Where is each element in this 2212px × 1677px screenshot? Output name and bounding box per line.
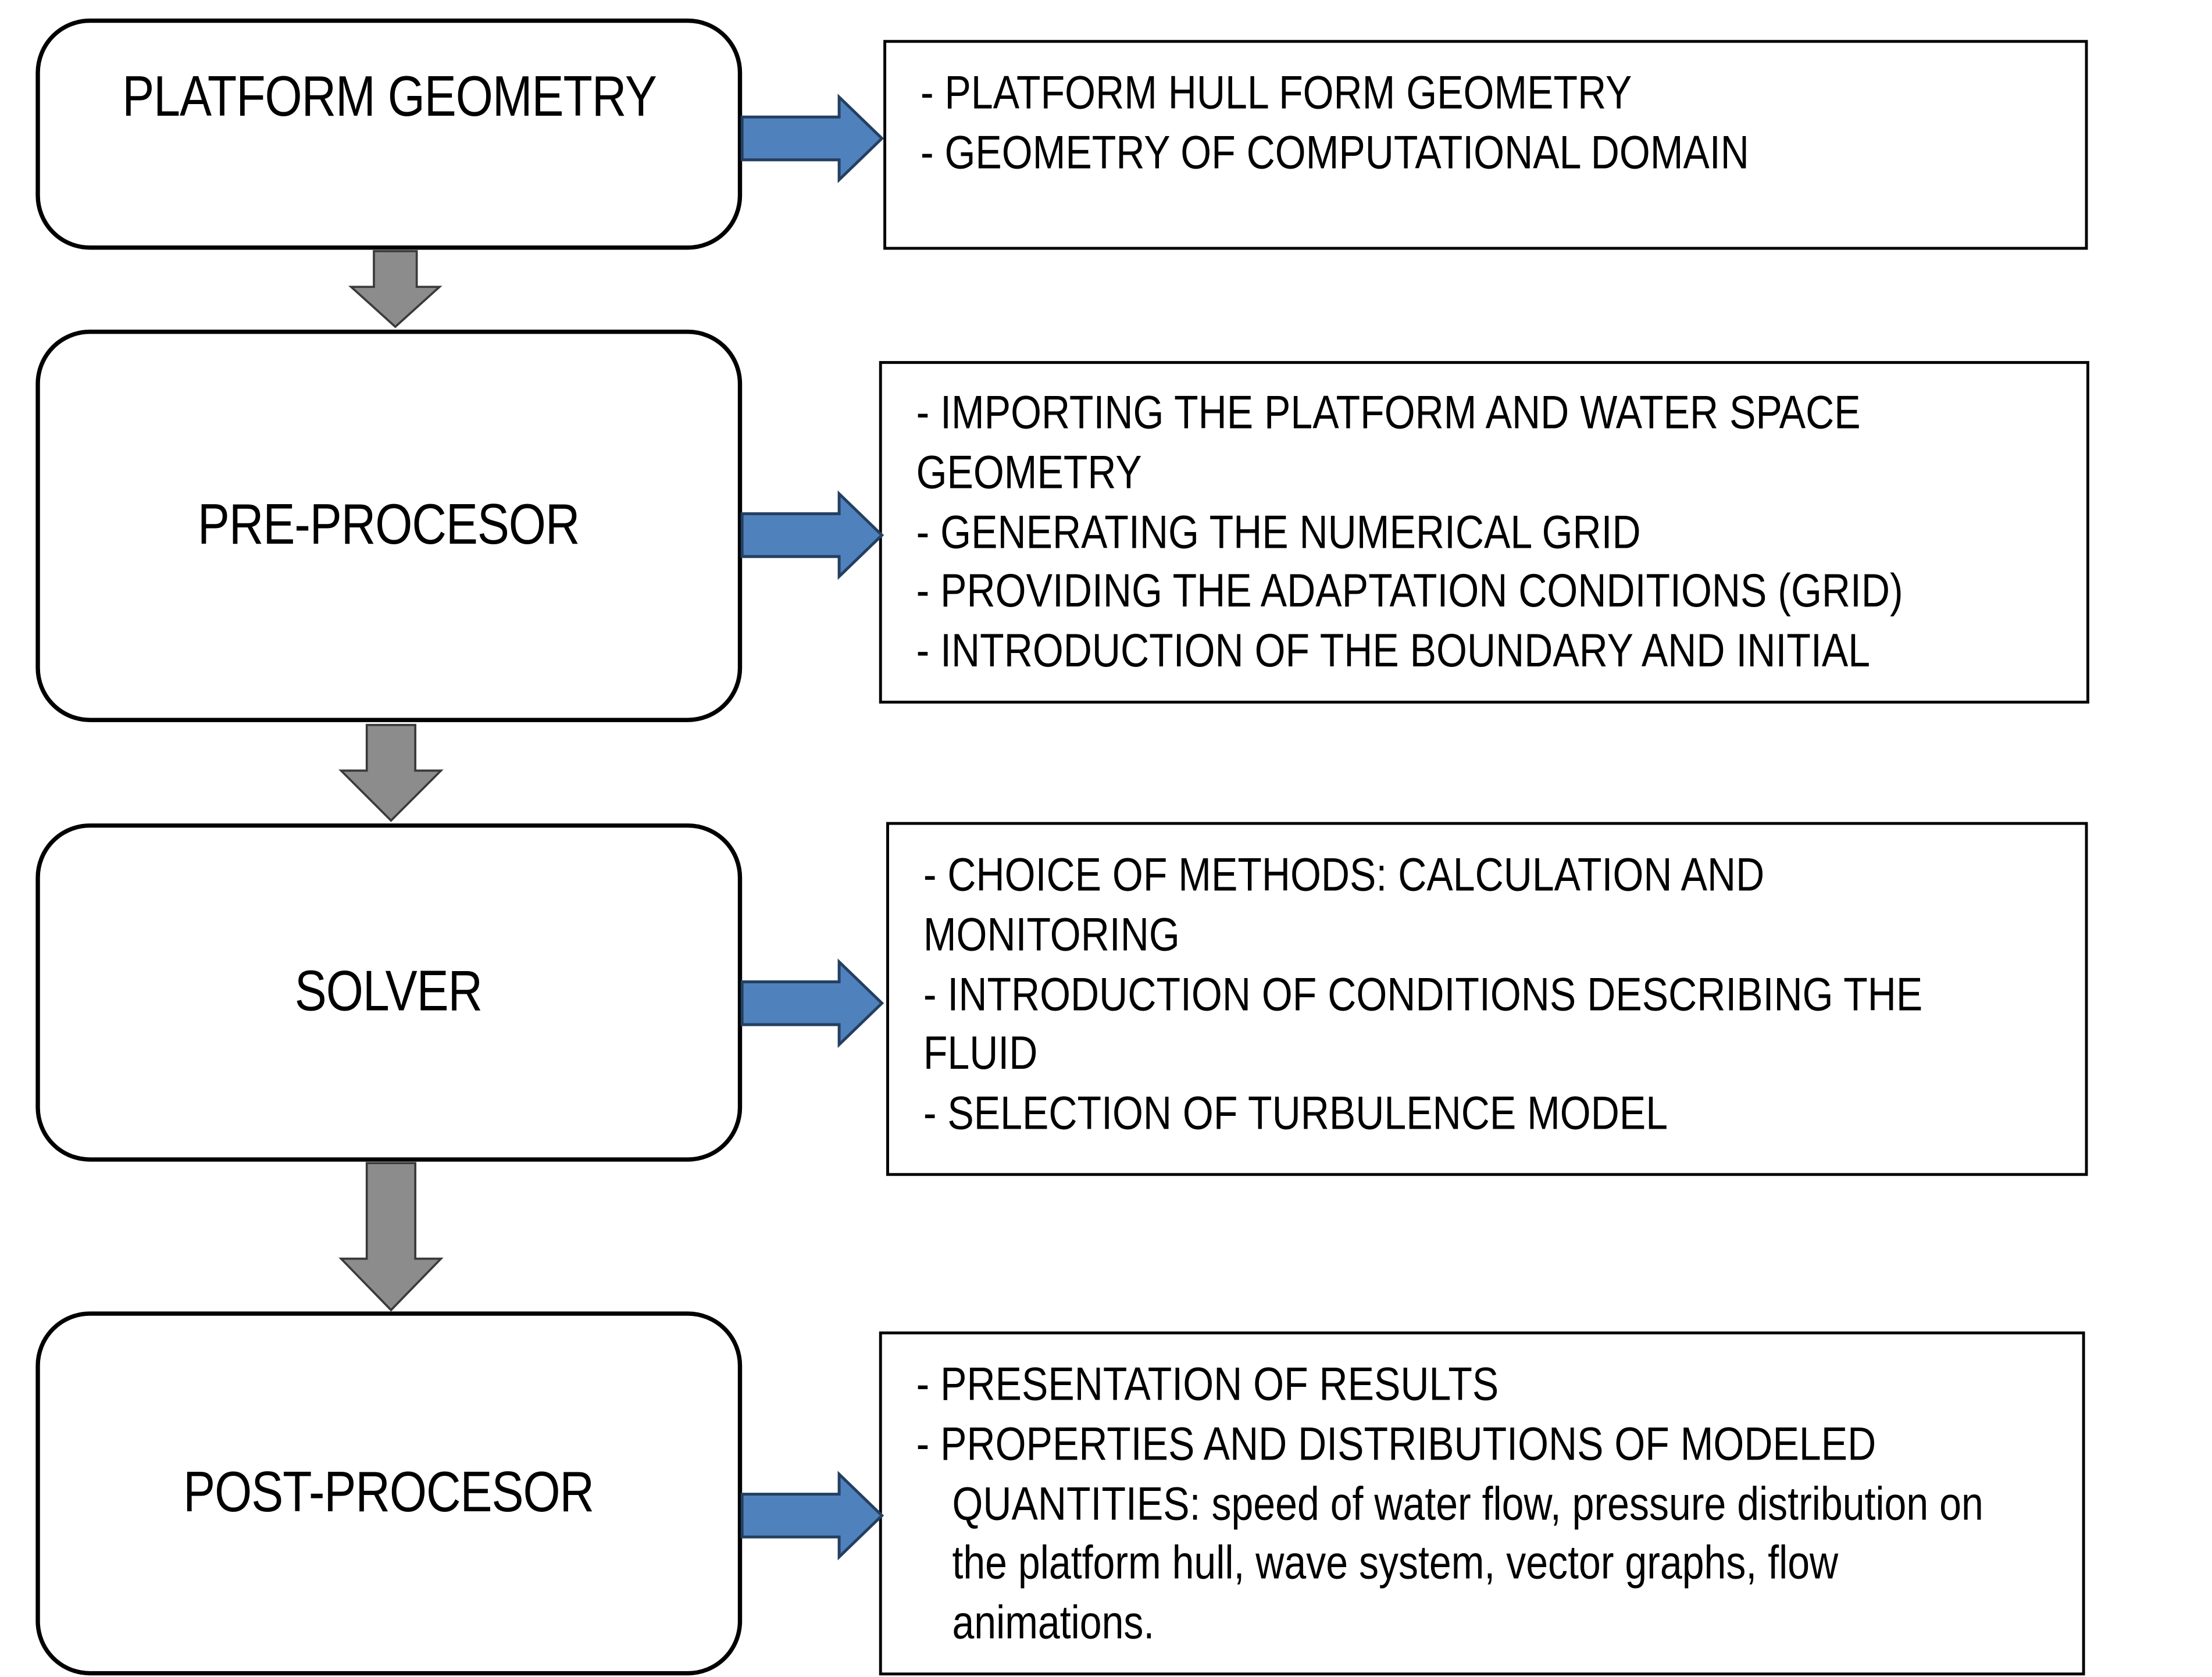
- detail-line: - INTRODUCTION OF CONDITIONS DESCRIBING …: [923, 966, 1923, 1020]
- right-arrow-icon: [740, 1471, 884, 1561]
- detail-line: GEOMETRY: [916, 445, 1142, 498]
- detail-line: - PROVIDING THE ADAPTATION CONDITIONS (G…: [916, 564, 1903, 618]
- detail-line: - GEOMETRY OF COMPUTATIONAL DOMAIN: [920, 125, 1749, 179]
- detail-line: - CHOICE OF METHODS: CALCULATION AND: [923, 847, 1765, 901]
- stage-platform-geometry: PLATFORM GEOMETRY: [35, 18, 743, 250]
- detail-line: - SELECTION OF TURBULENCE MODEL: [923, 1086, 1668, 1139]
- detail-line: - PROPERTIES AND DISTRIBUTIONS OF MODELE…: [916, 1416, 1876, 1470]
- stage-solver: SOLVER: [35, 823, 743, 1162]
- detail-line: FLUID: [923, 1026, 1038, 1080]
- detail-line: - PRESENTATION OF RESULTS: [916, 1357, 1499, 1410]
- right-arrow-icon: [740, 94, 884, 184]
- right-arrow-icon: [740, 490, 884, 580]
- detail-line: the platform hull, wave system, vector g…: [952, 1536, 1839, 1589]
- detail-line: - GENERATING THE NUMERICAL GRID: [916, 504, 1641, 558]
- down-arrow-icon: [348, 250, 443, 329]
- details-platform-geometry: - PLATFORM HULL FORM GEOMETRY - GEOMETRY…: [883, 40, 2088, 250]
- stage-label: POST-PROCESOR: [183, 1461, 595, 1525]
- detail-line: QUANTITIES: speed of water flow, pressur…: [952, 1476, 1983, 1529]
- right-arrow-icon: [740, 958, 884, 1048]
- detail-line: - IMPORTING THE PLATFORM AND WATER SPACE: [916, 385, 1861, 438]
- detail-line: - NUMERICAL CALCULATIONS: [923, 1143, 2085, 1155]
- down-arrow-icon: [338, 723, 444, 822]
- stage-pre-procesor: PRE-PROCESOR: [35, 329, 743, 722]
- stage-label: SOLVER: [295, 960, 483, 1023]
- stage-label: PLATFORM GEOMETRY: [122, 65, 657, 129]
- stage-post-procesor: POST-PROCESOR: [35, 1311, 743, 1676]
- details-post-procesor: - PRESENTATION OF RESULTS - PROPERTIES A…: [879, 1331, 2085, 1676]
- details-solver: - CHOICE OF METHODS: CALCULATION AND MON…: [886, 822, 2088, 1176]
- detail-line: - INTRODUCTION OF THE BOUNDARY AND INITI…: [916, 623, 1871, 677]
- detail-line: MONITORING: [923, 907, 1180, 961]
- down-arrow-icon: [338, 1162, 444, 1312]
- stage-label: PRE-PROCESOR: [198, 494, 580, 557]
- detail-line: animations.: [952, 1596, 1155, 1649]
- details-pre-procesor: - IMPORTING THE PLATFORM AND WATER SPACE…: [879, 361, 2089, 704]
- detail-line: - PLATFORM HULL FORM GEOMETRY: [920, 65, 1632, 119]
